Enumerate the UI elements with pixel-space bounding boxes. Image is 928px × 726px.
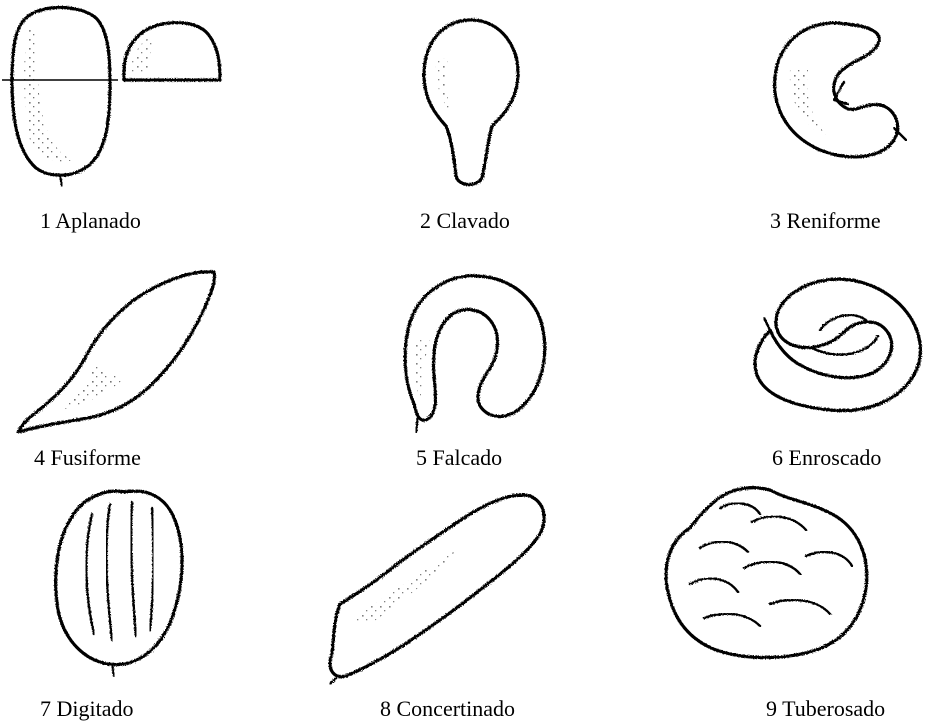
- falcate-tuber-icon: [405, 276, 545, 432]
- shape-label-1: 1 Aplanado: [40, 208, 141, 234]
- shape-label-3: 3 Reniforme: [770, 208, 881, 234]
- fusiform-tuber-icon: [18, 272, 215, 432]
- concertina-tuber-icon: [330, 495, 544, 684]
- shape-label-2: 2 Clavado: [420, 208, 510, 234]
- shape-label-6: 6 Enroscado: [772, 445, 881, 471]
- shape-label-4: 4 Fusiforme: [34, 445, 141, 471]
- digitate-tuber-icon: [56, 491, 182, 676]
- shape-label-9: 9 Tuberosado: [766, 696, 885, 722]
- coiled-tuber-icon: [755, 279, 920, 410]
- shape-label-8: 8 Concertinado: [380, 696, 515, 722]
- flattened-tuber-icon: [2, 8, 222, 187]
- shape-label-5: 5 Falcado: [416, 445, 502, 471]
- reniform-tuber-icon: [775, 23, 906, 157]
- shape-label-7: 7 Digitado: [40, 696, 134, 722]
- tuberose-tuber-icon: [666, 488, 867, 668]
- clavate-tuber-icon: [424, 20, 518, 192]
